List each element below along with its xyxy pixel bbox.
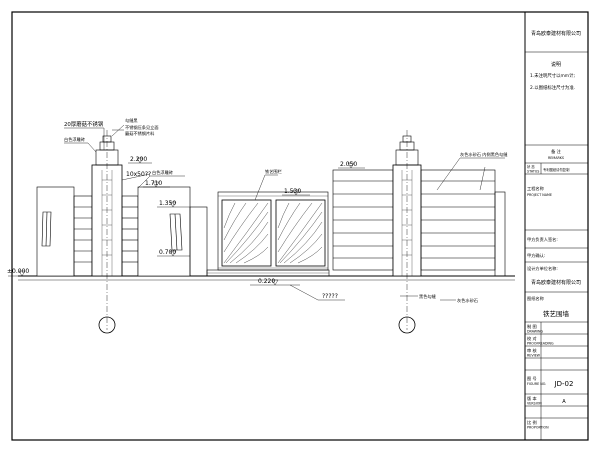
status-value: 专利图纸请勿复制: [543, 167, 570, 172]
elev-0700: 0.700: [159, 249, 176, 256]
brick-panel-left-2: [121, 195, 139, 277]
wall-niche: [41, 211, 52, 247]
end-column: [494, 191, 506, 277]
row-version-cn: 版 本: [527, 395, 538, 402]
note-white-relief-left: 白色浮雕砖: [64, 136, 85, 143]
version-value: A: [562, 399, 566, 405]
elev-1710: 1.710: [145, 180, 162, 187]
dim-0220: 0.220: [258, 278, 275, 285]
notes-title: 说明: [551, 61, 561, 68]
dim-unknown: ?????: [322, 293, 338, 300]
elev-2050: 2.050: [340, 161, 357, 168]
elev-2200: 2.200: [130, 156, 147, 163]
elev-1530: 1.530: [284, 188, 301, 195]
title-block-text: 青岛欧泰建材有限公司 说明 1.未注明尺寸以mm计; 2.以图纸标注尺寸为准. …: [527, 30, 581, 430]
stone-wall-right-b: [420, 169, 496, 271]
note-black-seam: 勾缝黑: [125, 117, 138, 124]
leader-lines: [8, 124, 505, 301]
sheet-border: [11, 11, 589, 441]
pillar-left: [91, 130, 123, 334]
dim-10x50: 10x50??: [126, 171, 151, 178]
elev-1350: 1.350: [159, 200, 176, 207]
row-review-en: REVIEW: [527, 354, 541, 358]
note-black-seam-lower: 黑色勾缝: [419, 293, 437, 300]
drawing-name: 铁艺围墙: [543, 309, 570, 318]
figure-number-value: JD-02: [554, 380, 574, 388]
elev-0000: ±0.000: [7, 268, 29, 275]
row-drawing-cn: 制 图: [527, 323, 537, 330]
company-name-top: 青岛欧泰建材有限公司: [531, 30, 581, 37]
row-figure-no-cn: 图 号: [527, 376, 537, 382]
owner-sign-label: 甲方负责人签名:: [527, 236, 558, 243]
row-proportion-en: PROPORTION: [527, 426, 549, 430]
row-proportion-cn: 比 例: [527, 419, 537, 426]
axis-marker-right: [398, 316, 416, 334]
note-gray-stone-lower: 灰色水砂石: [457, 297, 478, 304]
note-line-1: 1.未注明尺寸以mm计;: [530, 72, 575, 79]
drawing-name-label: 图纸名称: [527, 295, 544, 302]
designer-name: 青岛欧泰建材有限公司: [531, 279, 581, 286]
elevation-drawing: [8, 124, 515, 334]
row-review-cn: 审 核: [527, 347, 538, 354]
wall-niche-mid: [169, 213, 183, 251]
status-label-en: STATUS: [527, 170, 539, 174]
row-drawing-en: DRAWING: [527, 330, 543, 334]
drawing-labels: ±0.000 0.700 1.350 1.710 2.200 1.530 2.0…: [7, 117, 508, 304]
title-block: [525, 51, 588, 440]
remarks-label: 备 注: [551, 148, 562, 155]
iron-fence: [217, 191, 329, 271]
stone-wall-right-a: [332, 169, 394, 271]
note-stainless-sheet: 蘑菇不锈钢片料: [125, 130, 155, 137]
note-white-relief-mid: 白色浮雕砖: [152, 169, 173, 176]
owner-confirm-label: 甲方确认:: [527, 252, 545, 259]
note-stainless-strip: 不锈钢压条见立面: [125, 124, 159, 131]
project-name-label-en: PROJECT NAME: [527, 193, 552, 197]
status-label: 状 态: [527, 164, 535, 169]
row-version-en: VERSION: [527, 402, 542, 406]
remarks-label-en: REMARKS: [548, 156, 564, 160]
transition-block: [189, 206, 208, 277]
note-line-2: 2.以图纸标注尺寸为准.: [530, 84, 575, 91]
project-name-label: 工程名称: [527, 185, 544, 192]
row-figure-no-en: FIGURE NO.: [527, 382, 546, 386]
brick-panel-left: [73, 195, 93, 277]
axis-marker-left: [98, 316, 116, 334]
row-proofread-cn: 校 对: [527, 335, 537, 342]
designer-label: 设计方单位名称:: [527, 265, 558, 272]
note-20mm-stainless: 20厚蘑菇不锈钢: [64, 120, 103, 128]
row-proofread-en: PROOFREADING: [527, 342, 554, 346]
note-gray-stone: 灰色水砂石 内侧黑色勾缝: [460, 151, 508, 158]
note-iron-fence: 铁艺围栏: [265, 168, 282, 175]
left-wall-block: [36, 186, 75, 277]
pillar-right: [392, 130, 422, 334]
